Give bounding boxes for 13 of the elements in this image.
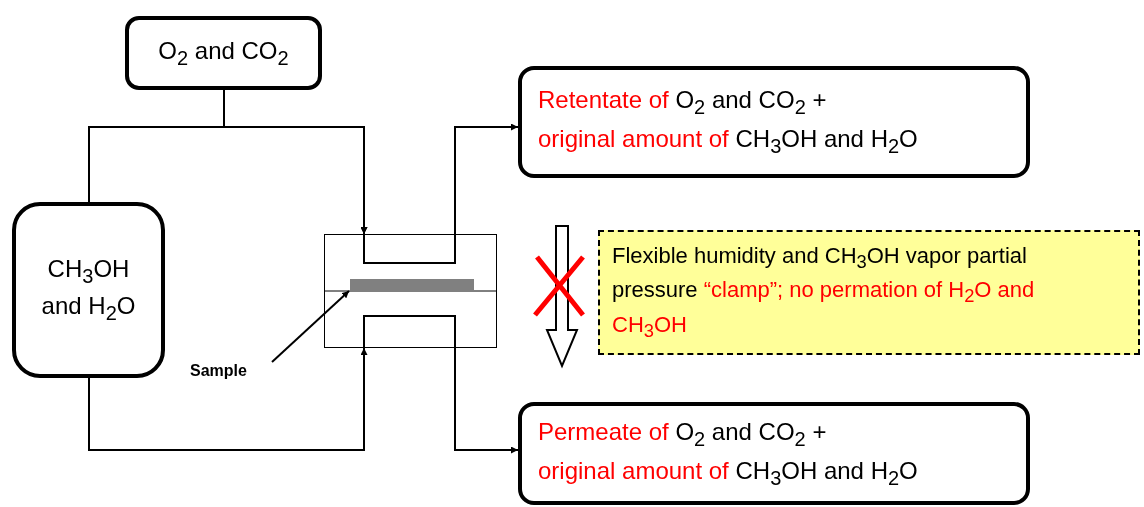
sample-membrane [350, 279, 474, 292]
flow-arrow [88, 126, 368, 235]
input-box: CH$_{3}$OH and H$_{2}$O [12, 202, 165, 378]
flow-arrow [454, 347, 519, 454]
permeation-cell [324, 234, 497, 348]
input-box: O$_{2}$ and CO$_{2}$ [125, 16, 322, 90]
output-box: Retentate of O$_{2}$ and CO$_{2}$ + original amount of CH$_{3}$OH and H$_{2}$O [518, 66, 1030, 178]
flow-arrow [88, 347, 368, 451]
output-box: Permeate of O$_{2}$ and CO$_{2}$ + original amount of CH$_{3}$OH and H$_{2}$O [518, 402, 1030, 505]
note-box: Flexible humidity and CH$_{3}$OH vapor partial pressure “clamp”; no permation of H$_{2}$O and CH$_{3}$OH [598, 230, 1140, 355]
leader-line [271, 290, 350, 363]
sample-label: Sample [190, 362, 272, 384]
flow-arrow [454, 123, 519, 235]
